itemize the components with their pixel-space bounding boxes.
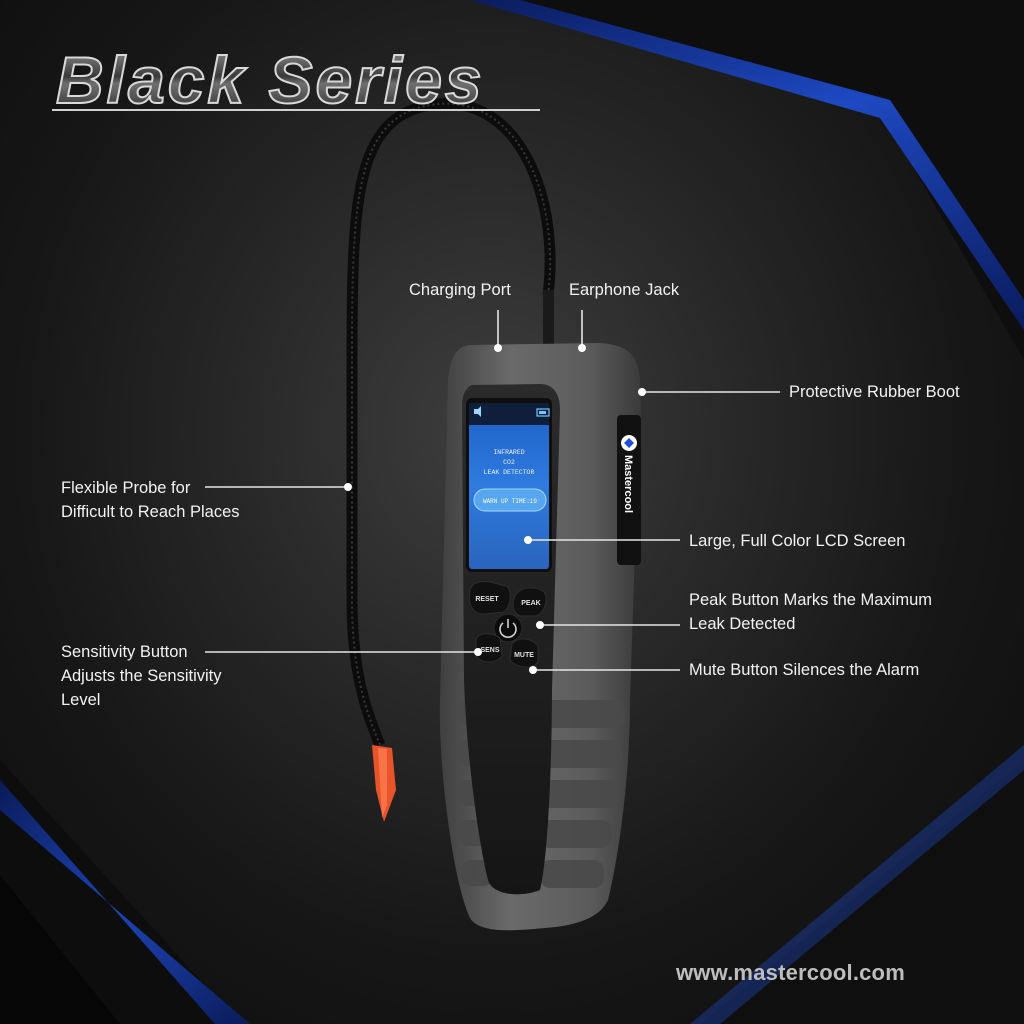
power-icon (499, 622, 517, 638)
callout-lines (205, 310, 780, 674)
screen-line1: INFRARED (493, 449, 524, 456)
screen-line2: CO2 (503, 459, 515, 466)
sens-label-line3: Level (61, 691, 101, 709)
bottom-right-panel (700, 760, 1024, 1024)
sens-label-line1: Sensitivity Button (61, 643, 188, 661)
speaker-icon (474, 406, 481, 417)
top-right-panel (470, 0, 1024, 360)
sens-label-line2: Adjusts the Sensitivity (61, 667, 222, 685)
screen-line3: LEAK DETECTOR (484, 469, 535, 476)
probe-label-line2: Difficult to Reach Places (61, 503, 240, 521)
logo-wordmark: Mastercool (622, 455, 634, 513)
logo-strip (617, 415, 641, 565)
website-link[interactable]: www.mastercool.com (676, 960, 905, 985)
battery-icon (536, 408, 550, 417)
peak-label-line2: Leak Detected (689, 615, 796, 633)
rubber-boot-label: Protective Rubber Boot (789, 383, 960, 401)
boot-grips (452, 700, 625, 888)
mute-label: Mute Button Silences the Alarm (689, 661, 920, 679)
earphone-jack-label: Earphone Jack (569, 281, 680, 299)
sens-button: SENS (480, 647, 499, 654)
lcd-screen (469, 403, 549, 569)
mute-button: MUTE (514, 652, 534, 659)
lcd-screen-label: Large, Full Color LCD Screen (689, 532, 906, 550)
button-cluster (469, 581, 547, 668)
probe-label-line1: Flexible Probe for (61, 479, 191, 497)
top-blue-edge (470, 0, 1024, 330)
series-title: Black Series (56, 43, 485, 117)
charging-port-label: Charging Port (409, 281, 511, 299)
peak-button: PEAK (521, 600, 540, 607)
screen-status: WARN UP TIME:19 (483, 498, 537, 505)
reset-button: RESET (475, 596, 499, 603)
peak-label-line1: Peak Button Marks the Maximum (689, 591, 933, 609)
